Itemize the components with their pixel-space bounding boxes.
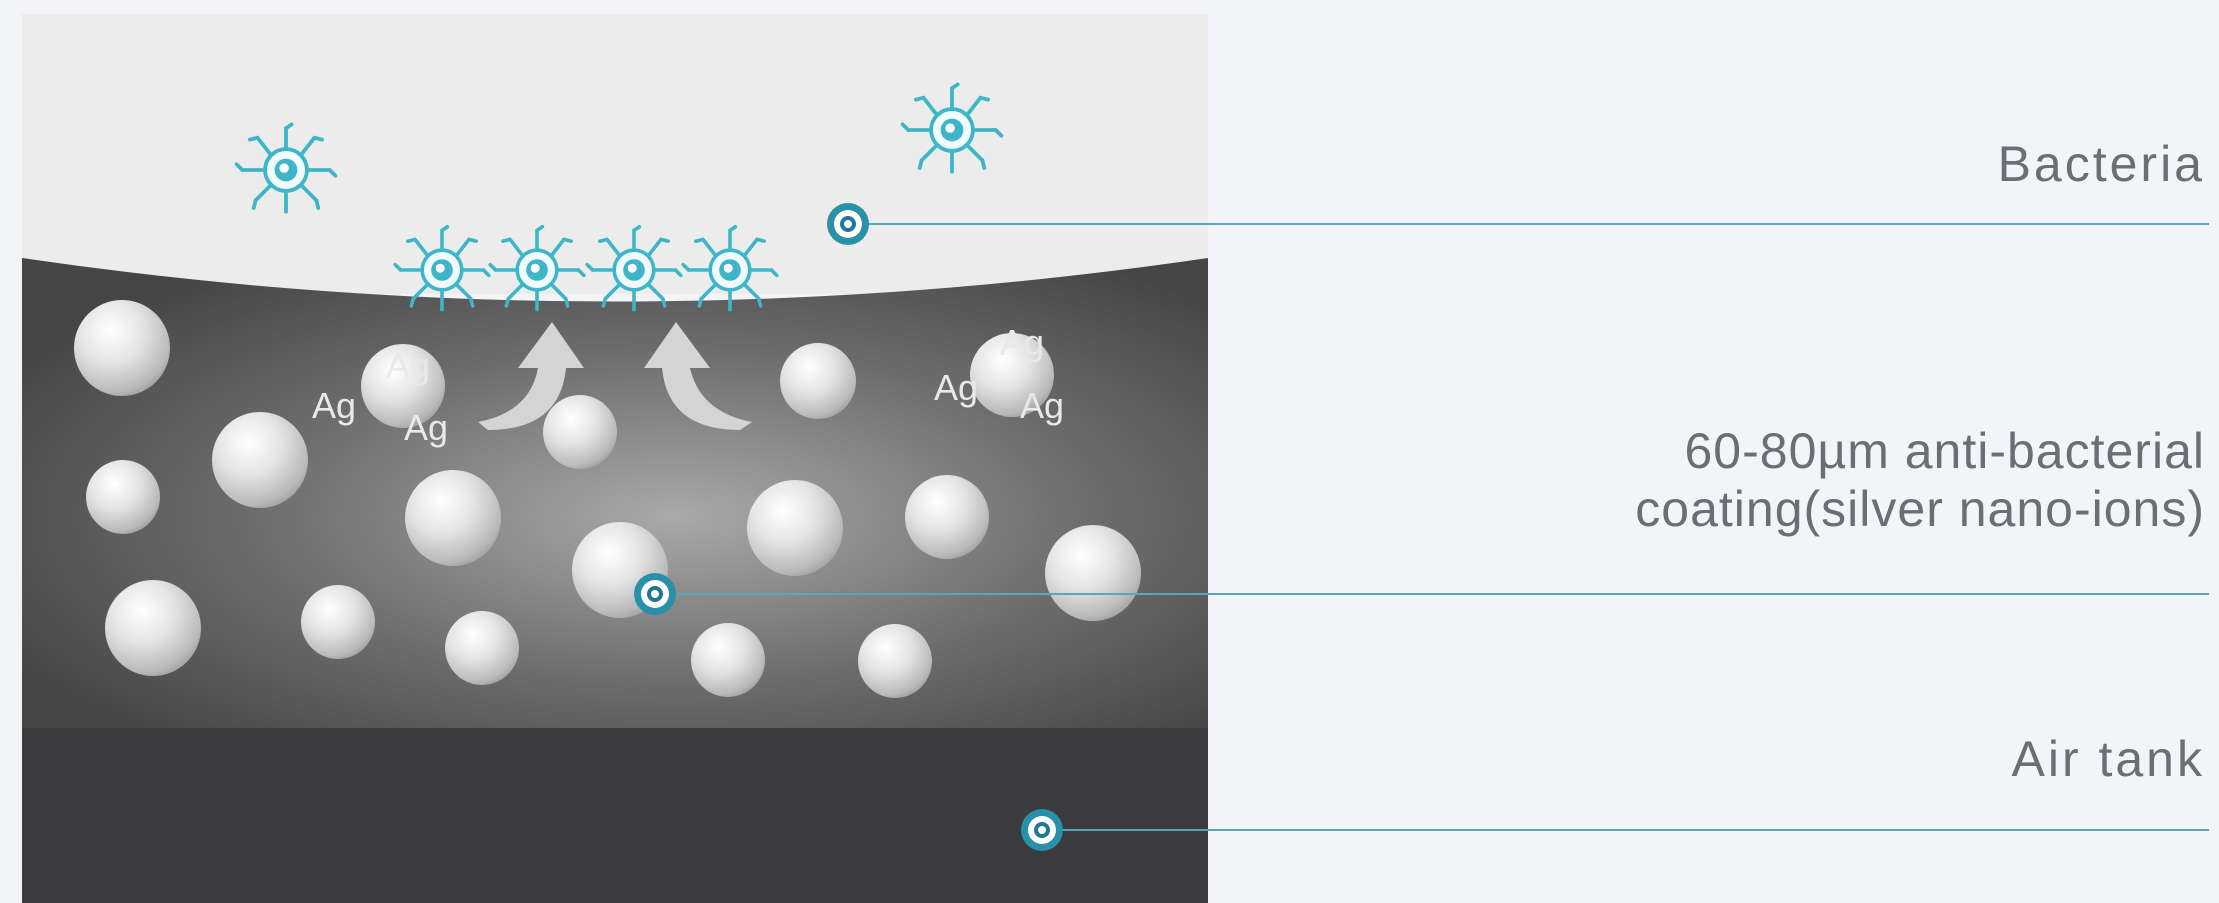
silver-particle <box>212 412 308 508</box>
bacteria-label: Bacteria <box>1998 135 2205 193</box>
air-tank-label: Air tank <box>2011 730 2205 788</box>
silver-particle <box>1045 525 1141 621</box>
bacteria-marker-icon <box>827 203 869 245</box>
silver-ion-label: Ag <box>1000 322 1044 363</box>
silver-ion-label: Ag <box>1020 385 1064 426</box>
silver-particle <box>445 611 519 685</box>
coating-label: 60-80µm anti-bacterial coating(silver na… <box>1635 422 2205 538</box>
silver-ion-label: Ag <box>404 407 448 448</box>
bacterium-icon <box>587 227 681 310</box>
silver-particle <box>105 580 201 676</box>
silver-particle <box>780 343 856 419</box>
coating-label-line1: 60-80µm anti-bacterial <box>1635 422 2205 480</box>
bacterium-icon <box>490 227 584 310</box>
silver-ion-label: Ag <box>386 345 430 386</box>
coating-label-line2: coating(silver nano-ions) <box>1635 480 2205 538</box>
silver-particle <box>74 300 170 396</box>
silver-particle <box>405 470 501 566</box>
silver-particle <box>691 623 765 697</box>
silver-ion-label: Ag <box>312 385 356 426</box>
silver-particle <box>86 460 160 534</box>
bacterium-icon <box>683 227 777 310</box>
air-tank-marker-icon <box>1021 809 1063 851</box>
silver-particle <box>905 475 989 559</box>
coating-marker-icon <box>634 573 676 615</box>
silver-particle <box>747 480 843 576</box>
silver-particle <box>543 395 617 469</box>
silver-particle <box>301 585 375 659</box>
silver-ion-label: Ag <box>934 367 978 408</box>
silver-particle <box>858 624 932 698</box>
